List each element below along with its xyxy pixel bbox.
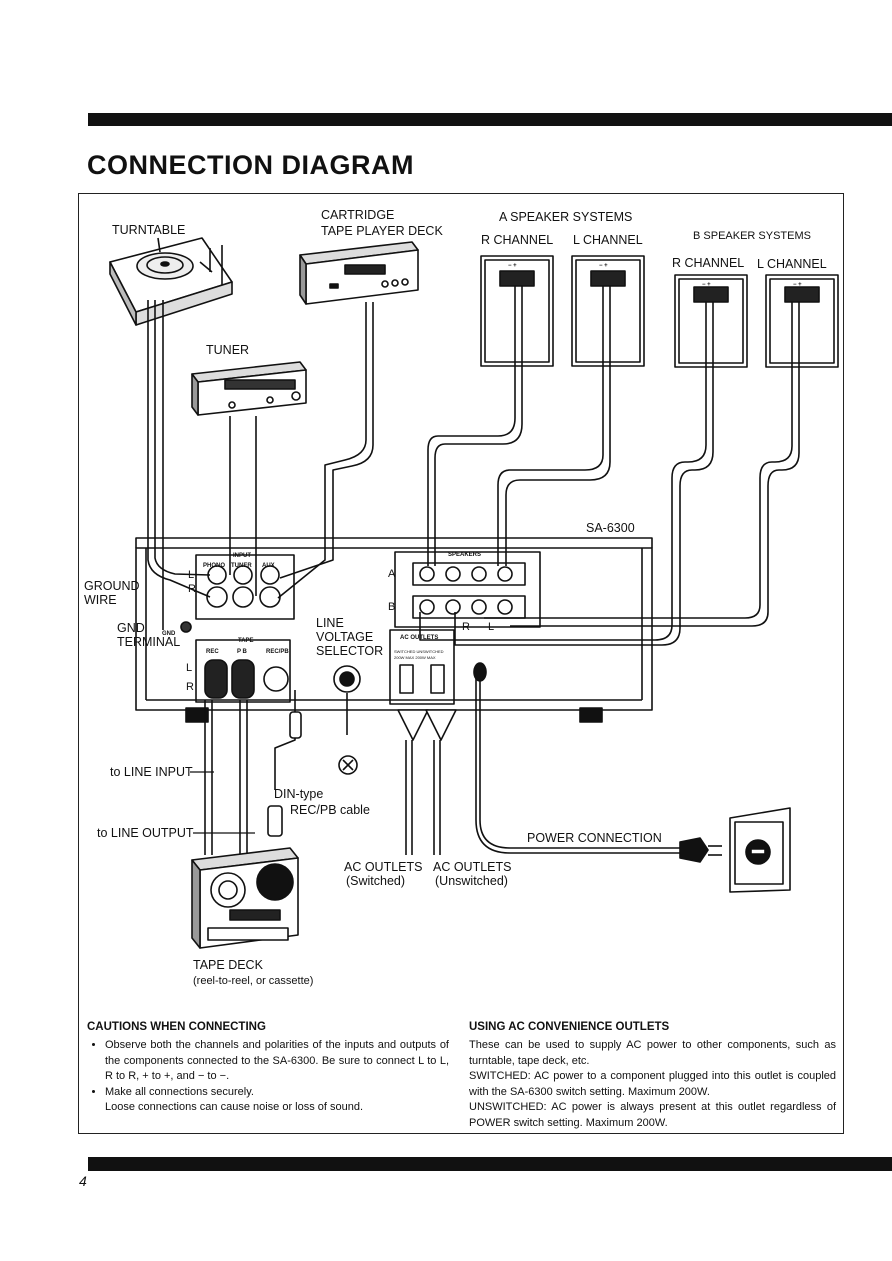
gnd-terminal-label-1: GND bbox=[117, 621, 145, 635]
gnd-small-label: GND bbox=[162, 631, 176, 637]
top-rule bbox=[88, 113, 892, 126]
speaker-b-label: B bbox=[388, 601, 396, 613]
b-r-polarity-label: − + bbox=[702, 282, 711, 288]
ac-switched-label-2: (Switched) bbox=[346, 874, 406, 888]
ac-outlets-panel-label: AC OUTLETS bbox=[400, 635, 439, 641]
power-connection-label: POWER CONNECTION bbox=[527, 831, 662, 845]
aux-label: AUX bbox=[262, 563, 275, 569]
cautions-heading: CAUTIONS WHEN CONNECTING bbox=[87, 1021, 266, 1033]
din-label-1: DIN-type bbox=[274, 787, 324, 801]
b-l-channel-label: L CHANNEL bbox=[757, 257, 827, 271]
wiring bbox=[147, 286, 800, 855]
cartridge-label: CARTRIDGE bbox=[321, 208, 395, 222]
ac-outlets-text: These can be used to supply AC power to … bbox=[469, 1038, 836, 1132]
b-speaker-systems-label: B SPEAKER SYSTEMS bbox=[693, 230, 811, 242]
turntable-label: TURNTABLE bbox=[112, 223, 186, 237]
tape-panel-label: TAPE bbox=[238, 638, 254, 644]
b-l-polarity-label: − + bbox=[793, 282, 802, 288]
tape-deck-label: TAPE DECK bbox=[193, 958, 263, 972]
page-title: CONNECTION DIAGRAM bbox=[87, 150, 414, 180]
gnd-terminal-label-2: TERMINAL bbox=[117, 635, 181, 649]
line-voltage-label-3: SELECTOR bbox=[316, 644, 384, 658]
speaker-l-label: L bbox=[488, 621, 495, 633]
a-l-channel-label: L CHANNEL bbox=[573, 233, 643, 247]
ac-switched-label-1: AC OUTLETS bbox=[344, 860, 423, 874]
switched-small-label: SWITCHED UNSWITCHED bbox=[394, 649, 444, 654]
page-number: 4 bbox=[79, 1173, 87, 1189]
caution-note: Loose connections can cause noise or los… bbox=[105, 1101, 364, 1114]
input-panel-label: INPUT bbox=[233, 553, 251, 559]
wall-outlet bbox=[679, 807, 791, 893]
caution-item: Observe both the channels and polarities… bbox=[105, 1038, 449, 1085]
tape-player-deck-illustration bbox=[299, 241, 419, 305]
ac-unswitched-label-2: (Unswitched) bbox=[435, 874, 508, 888]
ac-outlets-line: SWITCHED: AC power to a component plugge… bbox=[469, 1070, 836, 1098]
a-l-polarity-label: − + bbox=[599, 263, 608, 269]
ac-outlets-line: UNSWITCHED: AC power is always present a… bbox=[469, 1101, 836, 1129]
a-r-polarity-label: − + bbox=[508, 263, 517, 269]
turntable-illustration bbox=[109, 237, 233, 326]
b-speakers-illustration bbox=[674, 274, 839, 368]
tuner-illustration bbox=[191, 361, 307, 416]
ac-outlets-line: These can be used to supply AC power to … bbox=[469, 1039, 836, 1067]
phono-label: PHONO bbox=[203, 563, 226, 569]
max-small-label: 200W MAX 200W MAX bbox=[394, 655, 436, 660]
a-speakers-illustration bbox=[480, 255, 645, 367]
tape-player-deck-label: TAPE PLAYER DECK bbox=[321, 224, 443, 238]
ac-unswitched-label-1: AC OUTLETS bbox=[433, 860, 512, 874]
tape-r-label: R bbox=[186, 681, 194, 693]
ac-outlets-heading: USING AC CONVENIENCE OUTLETS bbox=[469, 1021, 670, 1033]
ground-wire-label-2: WIRE bbox=[84, 593, 117, 607]
b-r-channel-label: R CHANNEL bbox=[672, 256, 745, 270]
to-line-output-label: to LINE OUTPUT bbox=[97, 826, 194, 840]
tape-deck-sublabel: (reel-to-reel, or cassette) bbox=[193, 975, 314, 987]
jack-r-label: R bbox=[188, 583, 196, 595]
jack-l-label: L bbox=[188, 569, 195, 581]
amplifier-rear-panel bbox=[135, 537, 680, 854]
ground-wire-label-1: GROUND bbox=[84, 579, 140, 593]
model-label: SA-6300 bbox=[586, 521, 635, 535]
tape-deck-illustration bbox=[191, 847, 299, 949]
diagram-frame bbox=[78, 193, 844, 1134]
speakers-panel-label: SPEAKERS bbox=[448, 552, 482, 558]
rec-label: REC bbox=[206, 649, 219, 655]
tuner-jack-label: TUNER bbox=[231, 563, 252, 569]
pb-label: P B bbox=[237, 649, 247, 655]
line-voltage-label-1: LINE bbox=[316, 616, 344, 630]
tape-l-label: L bbox=[186, 662, 193, 674]
speaker-a-label: A bbox=[388, 568, 396, 580]
to-line-input-label: to LINE INPUT bbox=[110, 765, 193, 779]
bottom-rule bbox=[88, 1157, 892, 1171]
recpb-label: REC/PB bbox=[266, 649, 289, 655]
tuner-label: TUNER bbox=[206, 343, 250, 357]
speaker-r-label: R bbox=[462, 621, 470, 633]
din-label-2: REC/PB cable bbox=[290, 803, 370, 817]
line-voltage-label-2: VOLTAGE bbox=[316, 630, 374, 644]
a-r-channel-label: R CHANNEL bbox=[481, 233, 554, 247]
a-speaker-systems-label: A SPEAKER SYSTEMS bbox=[499, 210, 633, 224]
caution-item: Make all connections securely. bbox=[105, 1085, 449, 1101]
cautions-list: Observe both the channels and polarities… bbox=[87, 1038, 449, 1116]
